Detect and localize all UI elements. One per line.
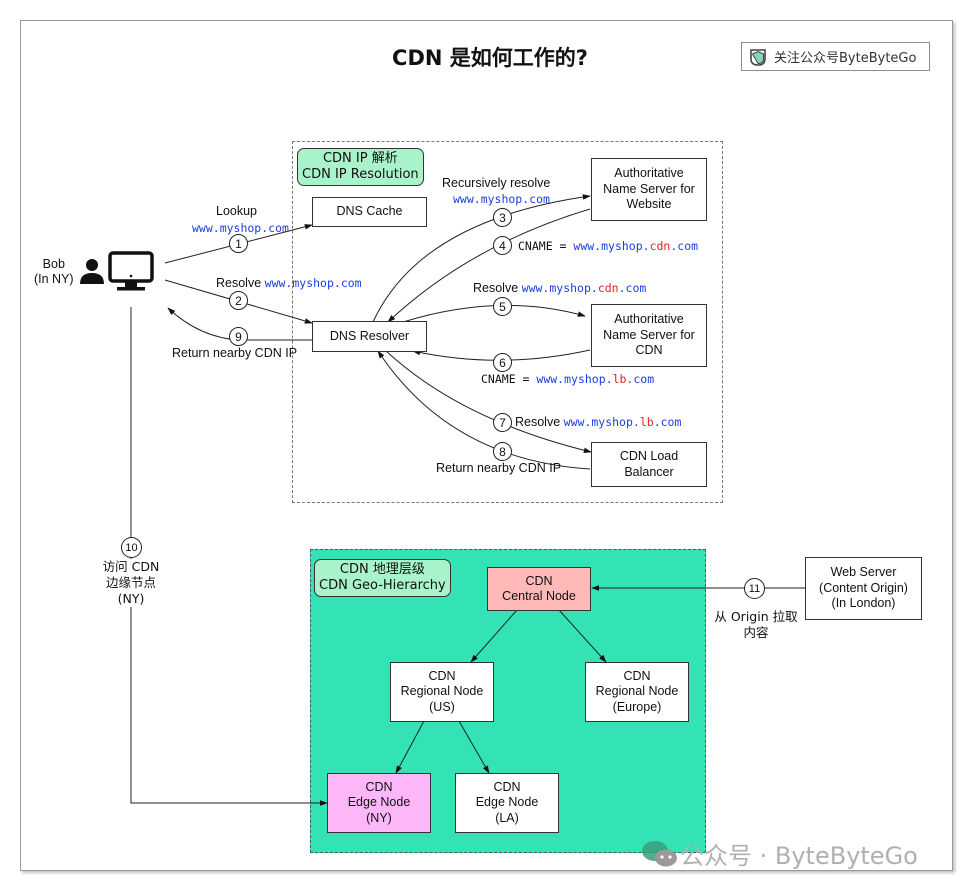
step-11-line-2: 内容 bbox=[743, 625, 769, 640]
step-10-line-2: 边缘节点 bbox=[105, 575, 156, 590]
person-icon bbox=[80, 259, 104, 284]
step-2-url: www.myshop.com bbox=[264, 276, 362, 290]
cdn-edge-node-ny: CDN Edge Node (NY) bbox=[327, 773, 431, 833]
cdn-ip-resolution-group bbox=[292, 141, 723, 503]
tag-line-zh: CDN 地理层级 bbox=[339, 562, 425, 577]
arrow-us-to-ny bbox=[395, 720, 425, 774]
wechat-icon bbox=[642, 840, 677, 866]
step-6-url-suffix: .com bbox=[626, 372, 655, 386]
arrow-central-to-us bbox=[470, 609, 518, 663]
watermark-text: 公众号 · ByteByteGo bbox=[680, 842, 918, 870]
tag-line-en: CDN IP Resolution bbox=[302, 167, 419, 182]
step-4-url-suffix: .com bbox=[670, 239, 699, 253]
cdn-geo-hierarchy-tag: CDN 地理层级 CDN Geo-Hierarchy bbox=[314, 559, 451, 597]
step-5-label: Resolve bbox=[473, 281, 519, 295]
arrow-step-7 bbox=[384, 349, 592, 454]
step-4-label: CNAME = bbox=[518, 239, 567, 253]
step-4-text: CNAME = www.myshop.cdn.com bbox=[518, 239, 698, 253]
arrow-step-4 bbox=[387, 208, 591, 323]
step-6-text: CNAME = www.myshop.lb.com bbox=[481, 372, 654, 386]
step-8-badge: 8 bbox=[493, 442, 512, 461]
step-4-url-highlight: cdn bbox=[649, 239, 671, 253]
step-11-badge: 11 bbox=[744, 578, 765, 599]
step-1-badge: 1 bbox=[229, 234, 248, 253]
user-label: Bob (In NY) bbox=[34, 257, 74, 287]
step-6-label: CNAME = bbox=[481, 372, 530, 386]
monitor-icon bbox=[108, 251, 154, 291]
cdn-central-node: CDN Central Node bbox=[487, 567, 591, 611]
step-7-text: Resolve www.myshop.lb.com bbox=[515, 415, 681, 429]
follow-badge[interactable]: 关注公众号ByteByteGo bbox=[741, 42, 930, 71]
arrow-step-10 bbox=[130, 307, 328, 806]
step-7-label: Resolve bbox=[515, 415, 561, 429]
step-3-label: Recursively resolve bbox=[442, 176, 551, 190]
step-4-badge: 4 bbox=[493, 236, 512, 255]
step-6-url-prefix: www.myshop. bbox=[536, 372, 613, 386]
step-3-badge: 3 bbox=[493, 208, 512, 227]
cdn-ip-resolution-tag: CDN IP 解析 CDN IP Resolution bbox=[297, 148, 424, 186]
step-5-url-prefix: www.myshop. bbox=[521, 281, 598, 295]
web-server-node: Web Server (Content Origin) (In London) bbox=[805, 557, 922, 620]
auth-ns-cdn-node: Authoritative Name Server for CDN bbox=[591, 304, 707, 367]
cdn-regional-node-us: CDN Regional Node (US) bbox=[390, 662, 494, 722]
step-3-url: www.myshop.com bbox=[453, 192, 550, 206]
dns-resolver-node: DNS Resolver bbox=[312, 321, 427, 352]
step-10-label: 访问 CDN 边缘节点 (NY) bbox=[86, 559, 176, 607]
step-5-url-suffix: .com bbox=[618, 281, 647, 295]
step-10-line-1: 访问 CDN bbox=[102, 559, 160, 574]
step-1-url: www.myshop.com bbox=[192, 221, 289, 235]
step-2-text: Resolve www.myshop.com bbox=[216, 276, 362, 290]
bytebytego-logo-icon bbox=[750, 48, 766, 66]
step-10-line-3: (NY) bbox=[117, 591, 145, 606]
step-11-label: 从 Origin 拉取 内容 bbox=[706, 609, 806, 641]
step-8-label: Return nearby CDN IP bbox=[436, 461, 562, 475]
step-5-badge: 5 bbox=[493, 297, 512, 316]
auth-ns-website-node: Authoritative Name Server for Website bbox=[591, 158, 707, 221]
step-7-url-highlight: lb bbox=[639, 415, 654, 429]
arrow-step-3 bbox=[372, 194, 591, 323]
watermark: 公众号 · ByteByteGo bbox=[640, 836, 918, 871]
step-7-badge: 7 bbox=[493, 413, 512, 432]
arrow-us-to-la bbox=[458, 720, 490, 774]
user-location: (In NY) bbox=[34, 272, 74, 286]
step-6-url-highlight: lb bbox=[612, 372, 627, 386]
step-2-badge: 2 bbox=[229, 291, 248, 310]
follow-badge-text: 关注公众号ByteByteGo bbox=[774, 51, 917, 66]
step-6-badge: 6 bbox=[493, 353, 512, 372]
cdn-load-balancer-node: CDN Load Balancer bbox=[591, 442, 707, 487]
step-5-url-highlight: cdn bbox=[597, 281, 619, 295]
step-5-text: Resolve www.myshop.cdn.com bbox=[473, 281, 646, 295]
arrow-step-8 bbox=[377, 350, 591, 470]
user-name: Bob bbox=[42, 257, 65, 271]
step-2-label: Resolve bbox=[216, 276, 262, 290]
cdn-edge-node-la: CDN Edge Node (LA) bbox=[455, 773, 559, 833]
step-7-url-suffix: .com bbox=[653, 415, 682, 429]
step-1-label: Lookup bbox=[216, 204, 258, 218]
diagram-title: CDN 是如何工作的? bbox=[392, 46, 588, 70]
step-7-url-prefix: www.myshop. bbox=[563, 415, 640, 429]
tag-line-en: CDN Geo-Hierarchy bbox=[319, 578, 446, 593]
step-9-label: Return nearby CDN IP bbox=[172, 346, 298, 360]
step-9-badge: 9 bbox=[229, 327, 248, 346]
tag-line-zh: CDN IP 解析 bbox=[322, 151, 398, 166]
step-11-line-1: 从 Origin 拉取 bbox=[714, 609, 798, 624]
arrow-central-to-eu bbox=[558, 609, 607, 663]
dns-cache-node: DNS Cache bbox=[312, 197, 427, 227]
cdn-regional-node-europe: CDN Regional Node (Europe) bbox=[585, 662, 689, 722]
step-10-badge: 10 bbox=[121, 537, 142, 558]
step-4-url-prefix: www.myshop. bbox=[573, 239, 650, 253]
